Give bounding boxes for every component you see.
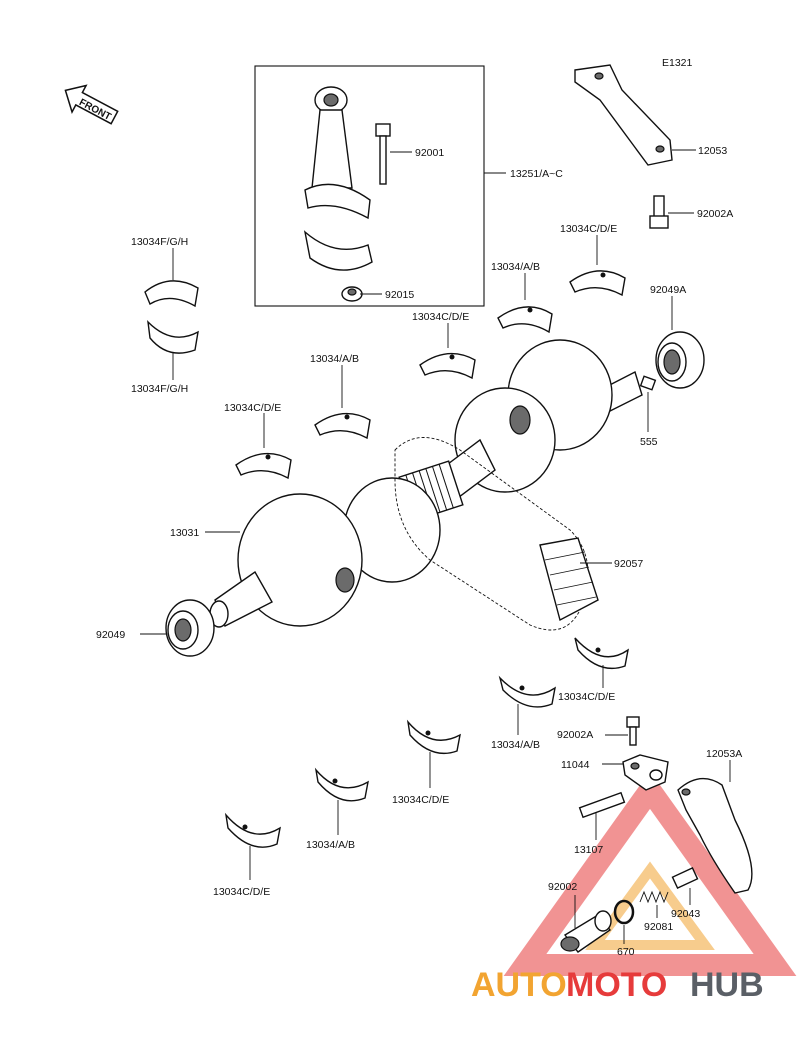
bearing-cde-3 [574, 637, 630, 670]
label-92015: 92015 [385, 289, 414, 301]
label-13034CDE-5: 13034C/D/E [213, 886, 270, 898]
label-13034CDE-4: 13034C/D/E [392, 794, 449, 806]
label-13107: 13107 [574, 844, 603, 856]
bearing-ab-4 [314, 767, 369, 802]
con-rod-cap [303, 230, 373, 271]
oring-670 [613, 899, 635, 925]
con-rod-assy-box [254, 65, 485, 307]
bearing-cde-top [569, 270, 626, 297]
label-13034CDE-1: 13034C/D/E [412, 311, 469, 323]
bearing-ab-2 [314, 412, 371, 440]
crankshaft [209, 339, 643, 628]
bearing-left-upper [144, 280, 199, 308]
label-92002: 92002 [548, 881, 577, 893]
watermark-triangle [503, 771, 797, 976]
bolt-92002A-top [649, 195, 669, 229]
watermark-moto: MOTO [566, 966, 667, 1004]
label-13251: 13251/A~C [510, 168, 563, 180]
watermark-auto: AUTO [471, 966, 567, 1004]
bracket-12053 [574, 64, 673, 166]
watermark-hub: HUB [690, 966, 764, 1004]
bracket-12053A [677, 777, 753, 894]
label-13034FGH-upper: 13034F/G/H [131, 236, 188, 248]
spring-92081 [639, 890, 669, 904]
label-92057: 92057 [614, 558, 643, 570]
figure-code: E1321 [662, 57, 693, 69]
label-13034AB-2: 13034/A/B [310, 353, 359, 365]
cam-chain-92057 [394, 437, 599, 631]
pin-13107 [578, 791, 626, 819]
con-rod-bolt [375, 123, 391, 185]
bearing-cde-5 [224, 812, 281, 848]
label-92081: 92081 [644, 921, 673, 933]
bolt-92002 [560, 910, 612, 953]
label-13034FGH-lower: 13034F/G/H [131, 383, 188, 395]
label-13034CDE-3: 13034C/D/E [558, 691, 615, 703]
label-92049: 92049 [96, 629, 125, 641]
label-92002A-lower: 92002A [557, 729, 593, 741]
bearing-ab-1 [497, 306, 553, 334]
label-92043: 92043 [671, 908, 700, 920]
tensioner-11044 [622, 754, 669, 791]
bearing-left-lower [147, 320, 199, 354]
label-12053: 12053 [698, 145, 727, 157]
label-12053A: 12053A [706, 748, 742, 760]
label-11044: 11044 [561, 759, 590, 771]
label-555: 555 [640, 436, 658, 448]
watermark-text: AUTO MOTO HUB [471, 966, 764, 1004]
oil-seal-92049A [655, 331, 705, 389]
bearing-ab-3 [498, 675, 556, 708]
label-13031: 13031 [170, 527, 199, 539]
label-92002A-top: 92002A [697, 208, 733, 220]
label-92049A: 92049A [650, 284, 686, 296]
label-670: 670 [617, 946, 635, 958]
pin-92043 [671, 866, 699, 890]
label-13034AB-4: 13034/A/B [306, 839, 355, 851]
label-92001: 92001 [415, 147, 444, 159]
label-13034CDE-2: 13034C/D/E [224, 402, 281, 414]
label-13034CDE-top: 13034C/D/E [560, 223, 617, 235]
bearing-cde-1 [419, 352, 476, 380]
connecting-rod [304, 86, 371, 220]
con-rod-nut [341, 286, 363, 302]
bolt-92002A-lower [626, 716, 640, 746]
front-arrow-icon: FRONT [64, 84, 119, 125]
pin-555 [639, 375, 657, 391]
oil-seal-92049 [165, 599, 215, 657]
label-13034AB-1: 13034/A/B [491, 261, 540, 273]
bearing-cde-2 [235, 452, 292, 480]
label-13034AB-3: 13034/A/B [491, 739, 540, 751]
bearing-cde-4 [406, 719, 461, 755]
